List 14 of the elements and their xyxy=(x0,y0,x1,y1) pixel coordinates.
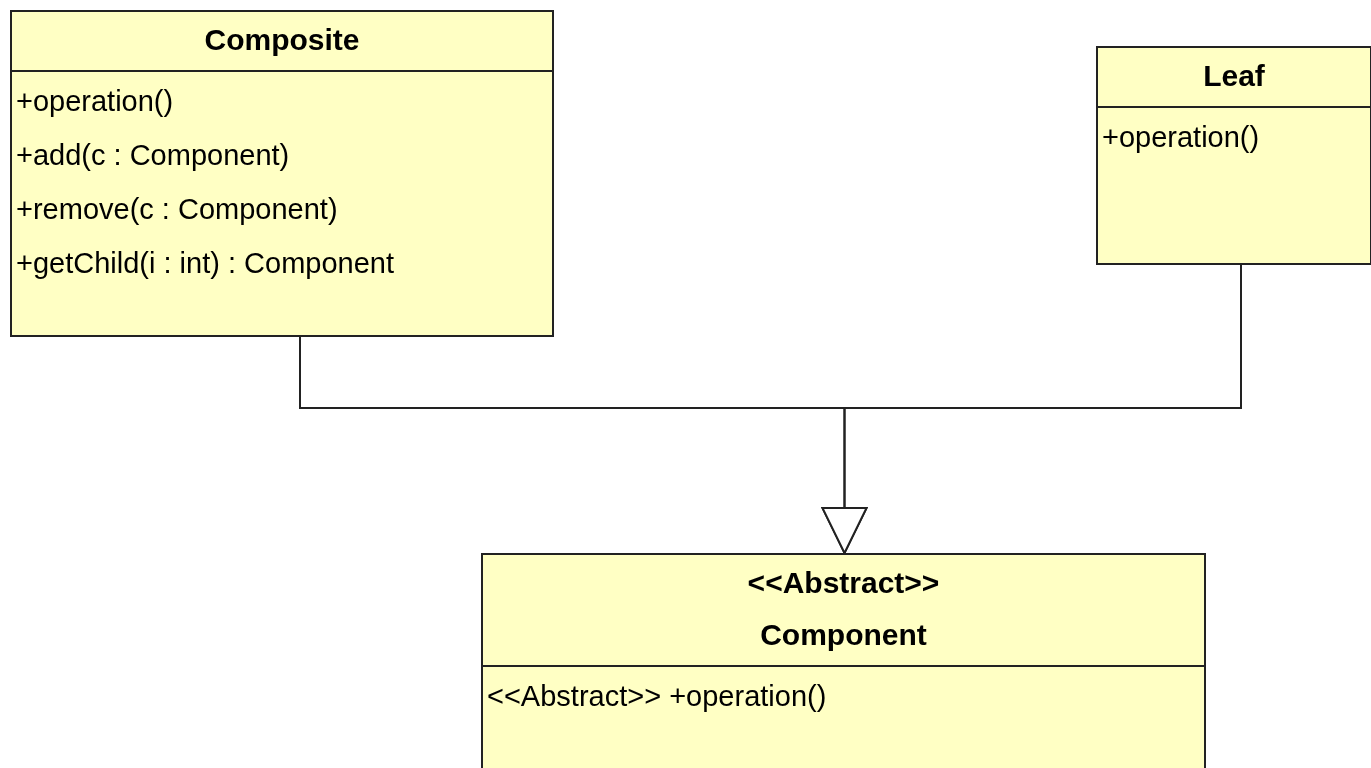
generalization-arrow xyxy=(821,264,1242,554)
class-name: Composite xyxy=(204,22,360,58)
method-text: +add(c : Component) xyxy=(16,138,290,173)
method-text: +operation() xyxy=(16,84,174,119)
class-name: Component xyxy=(760,617,927,653)
stereotype-label: <<Abstract>> xyxy=(747,565,940,601)
uml-class-box xyxy=(10,10,554,337)
class-name: Leaf xyxy=(1203,58,1265,94)
method-text: +getChild(i : int) : Component xyxy=(16,246,394,281)
method-text: <<Abstract>> +operation() xyxy=(487,679,827,714)
uml-class-box xyxy=(481,553,1206,768)
method-text: +operation() xyxy=(1102,120,1260,155)
method-text: +remove(c : Component) xyxy=(16,192,338,227)
uml-class-box xyxy=(1096,46,1371,265)
